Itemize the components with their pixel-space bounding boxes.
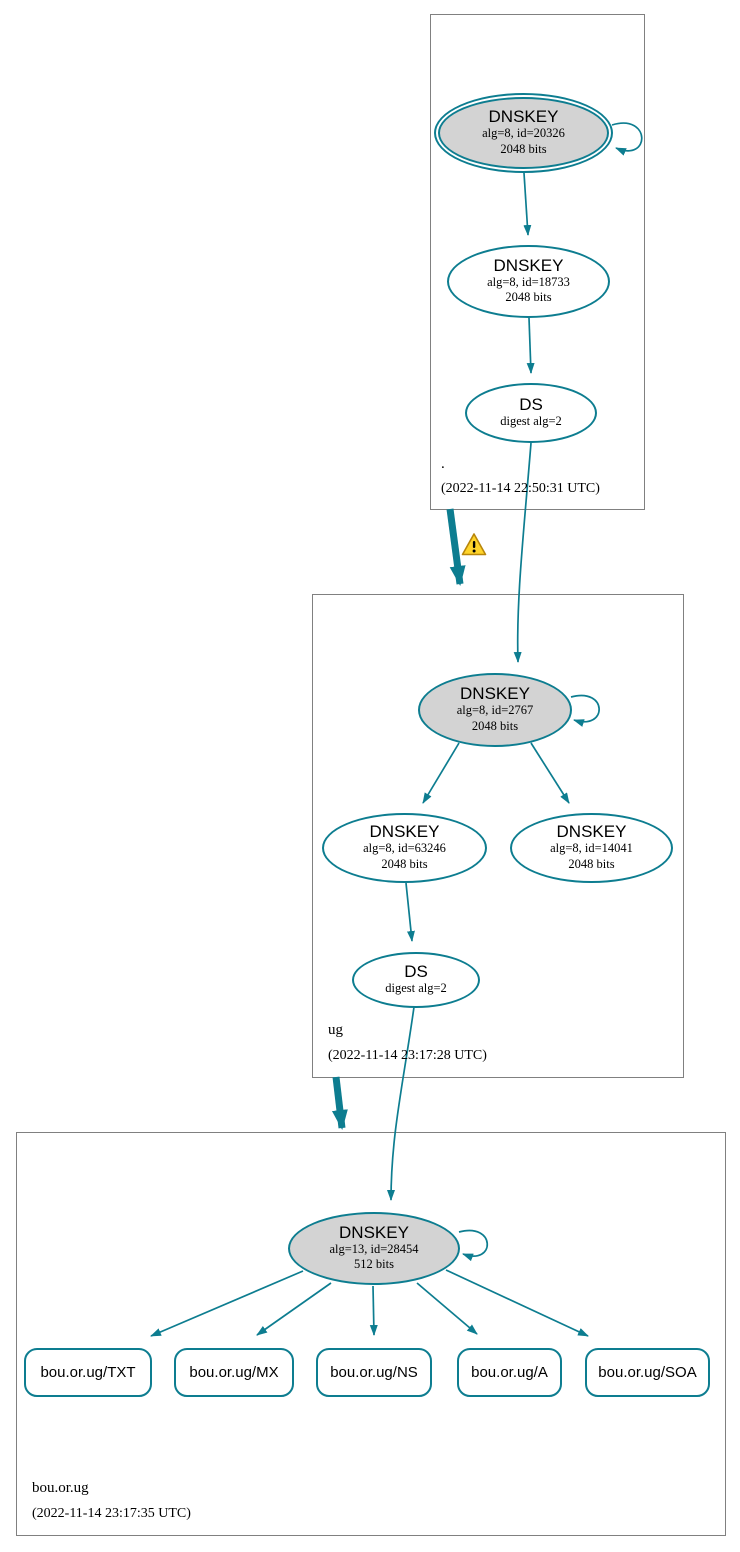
rrset-node-a[interactable]: bou.or.ug/A <box>457 1348 562 1397</box>
node-detail: 2048 bits <box>505 290 552 305</box>
node-title: DNSKEY <box>493 255 564 275</box>
node-title: DNSKEY <box>339 1222 409 1242</box>
edge-delegation-ug-to-bou <box>331 1076 348 1130</box>
edge-root-ksk-selfloop <box>611 122 643 156</box>
node-detail: alg=13, id=28454 <box>329 1241 419 1256</box>
edge-bou-ksk-to-mx <box>256 1282 332 1336</box>
dnskey-node-root-ksk-inner[interactable]: DNSKEY alg=8, id=20326 2048 bits <box>438 97 609 169</box>
node-detail: digest alg=2 <box>500 414 562 429</box>
zone-name-ug: ug <box>328 1022 343 1038</box>
dnskey-node-bou-ksk[interactable]: DNSKEY alg=13, id=28454 512 bits <box>288 1212 460 1285</box>
node-title: DNSKEY <box>460 684 530 704</box>
node-detail: digest alg=2 <box>385 981 447 996</box>
edge-bou-ksk-selfloop <box>458 1229 489 1262</box>
node-title: DNSKEY <box>369 822 440 842</box>
node-detail: 2048 bits <box>471 718 519 733</box>
rrset-node-soa[interactable]: bou.or.ug/SOA <box>585 1348 710 1397</box>
edge-root-zsk-to-ds <box>526 317 535 374</box>
node-detail: 512 bits <box>354 1257 394 1272</box>
edge-bou-ksk-to-ns <box>369 1285 378 1336</box>
node-detail: alg=8, id=20326 <box>482 126 565 141</box>
edge-bou-ksk-to-a <box>416 1282 478 1335</box>
edge-root-ds-to-ug-ksk <box>513 442 532 663</box>
node-detail: alg=8, id=2767 <box>456 703 534 718</box>
edge-bou-ksk-to-txt <box>150 1270 304 1337</box>
dnskey-node-ug-zsk-left[interactable]: DNSKEY alg=8, id=63246 2048 bits <box>322 813 487 883</box>
zone-box-root <box>430 14 645 510</box>
zone-timestamp-bou-or-ug: (2022-11-14 23:17:35 UTC) <box>32 1506 191 1521</box>
node-title: DS <box>519 395 543 415</box>
node-title: DNSKEY <box>488 107 559 127</box>
zone-name-bou-or-ug: bou.or.ug <box>32 1480 89 1496</box>
ds-node-root[interactable]: DS digest alg=2 <box>465 383 597 443</box>
edge-root-ksk-to-zsk <box>523 172 532 236</box>
edge-ug-ksk-to-zsk-left <box>422 742 460 804</box>
edge-ug-ds-to-bou-ksk <box>387 1006 415 1201</box>
zone-timestamp-root: (2022-11-14 22:50:31 UTC) <box>441 481 600 496</box>
ds-node-ug[interactable]: DS digest alg=2 <box>352 952 480 1008</box>
edge-delegation-root-to-ug <box>446 508 466 586</box>
dnskey-node-root-ksk[interactable]: DNSKEY alg=8, id=20326 2048 bits <box>434 93 613 173</box>
dnskey-node-ug-ksk[interactable]: DNSKEY alg=8, id=2767 2048 bits <box>418 673 572 747</box>
node-title: DS <box>404 962 428 982</box>
node-detail: alg=8, id=14041 <box>550 841 633 856</box>
node-detail: alg=8, id=18733 <box>487 274 570 289</box>
dnskey-node-ug-zsk-right[interactable]: DNSKEY alg=8, id=14041 2048 bits <box>510 813 673 883</box>
rrset-node-txt[interactable]: bou.or.ug/TXT <box>24 1348 152 1397</box>
rrset-node-mx[interactable]: bou.or.ug/MX <box>174 1348 294 1397</box>
zone-timestamp-ug: (2022-11-14 23:17:28 UTC) <box>328 1048 487 1063</box>
rrset-node-ns[interactable]: bou.or.ug/NS <box>316 1348 432 1397</box>
edge-ug-ksk-selfloop <box>570 694 600 727</box>
edge-ug-ksk-to-zsk-right <box>530 742 570 804</box>
node-detail: 2048 bits <box>568 856 615 871</box>
warning-icon <box>461 532 487 557</box>
edge-bou-ksk-to-soa <box>445 1269 589 1337</box>
node-detail: 2048 bits <box>500 141 547 156</box>
zone-box-ug <box>312 594 684 1078</box>
zone-name-root: . <box>441 456 445 472</box>
zone-box-bou-or-ug <box>16 1132 726 1536</box>
node-detail: alg=8, id=63246 <box>363 841 446 856</box>
node-title: DNSKEY <box>556 822 627 842</box>
node-detail: 2048 bits <box>381 856 428 871</box>
dnskey-node-root-zsk[interactable]: DNSKEY alg=8, id=18733 2048 bits <box>447 245 610 318</box>
edge-ug-zsk-to-ds <box>405 882 415 942</box>
